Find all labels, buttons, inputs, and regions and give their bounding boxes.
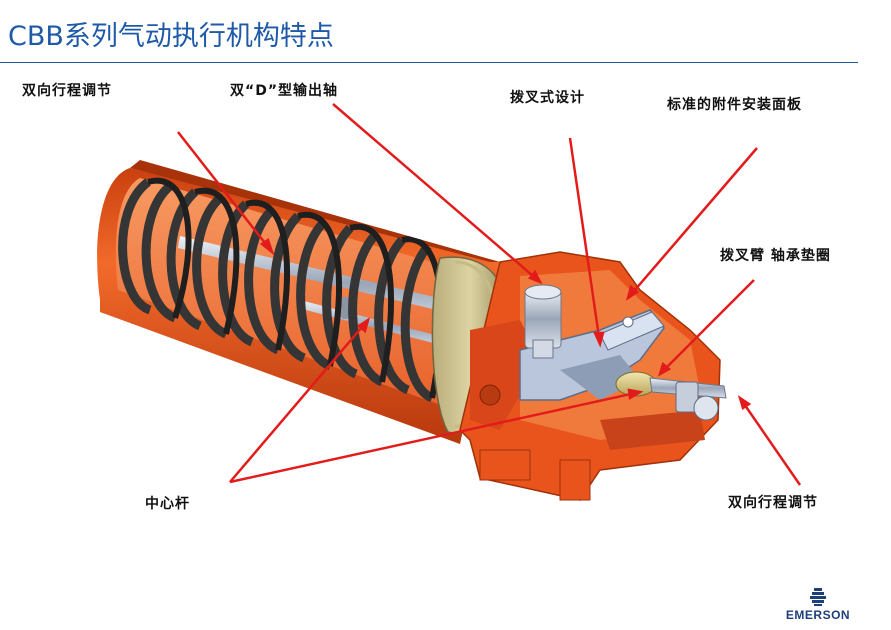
scotch-yoke-arm: [519, 309, 665, 401]
output-shaft: [524, 284, 562, 359]
spring-back-coils: [147, 177, 445, 399]
travel-stop-bolt: [649, 377, 727, 421]
title-rule: [0, 62, 858, 63]
label-d-output-shaft: 双“D”型输出轴: [230, 83, 339, 99]
emerson-logo-icon: [810, 588, 826, 606]
label-double-travel-adjust-top: 双向行程调节: [22, 83, 112, 99]
page-title: CBB系列气动执行机构特点: [8, 21, 334, 52]
label-scotch-yoke-design: 拨叉式设计: [510, 90, 585, 106]
emerson-brand: EMERSON: [785, 608, 851, 622]
label-yoke-bushing: 拨叉臂 轴承垫圈: [720, 248, 831, 264]
spring-coils: [118, 178, 435, 403]
label-center-rod: 中心杆: [145, 496, 190, 512]
callout-arrows: [177, 103, 802, 486]
label-mounting-pad: 标准的附件安装面板: [667, 97, 802, 113]
label-double-travel-adjust-bottom: 双向行程调节: [728, 495, 818, 511]
